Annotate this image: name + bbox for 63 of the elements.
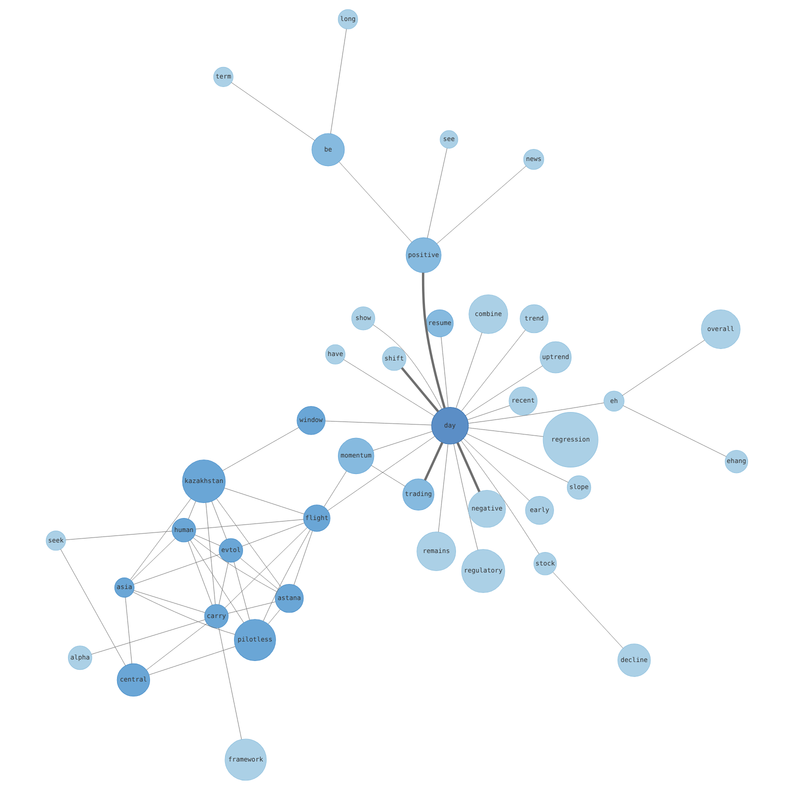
connector	[468, 402, 604, 424]
connector	[60, 548, 126, 666]
connector	[436, 166, 526, 244]
connector	[211, 501, 227, 540]
connector	[91, 619, 206, 655]
connector	[231, 82, 315, 141]
connector	[466, 433, 568, 483]
connector	[424, 442, 444, 481]
connector	[467, 405, 510, 420]
connector	[456, 332, 482, 408]
connector	[460, 440, 540, 554]
connector	[218, 562, 229, 605]
connector	[622, 340, 705, 396]
connector	[343, 359, 434, 416]
connector	[552, 572, 624, 648]
connector	[132, 592, 236, 635]
connector	[427, 148, 448, 238]
connector	[463, 438, 530, 501]
connector	[133, 590, 206, 613]
connector	[324, 470, 347, 508]
connector	[194, 534, 220, 546]
connector	[240, 558, 279, 590]
connector	[192, 537, 277, 592]
connector	[263, 530, 310, 622]
connector	[216, 498, 282, 588]
connector	[294, 530, 313, 586]
connector	[224, 527, 308, 608]
connector	[422, 272, 446, 408]
connector	[328, 436, 435, 511]
connector	[218, 628, 242, 740]
connector	[438, 444, 448, 532]
connector	[190, 540, 244, 623]
connector	[125, 596, 132, 664]
connector	[188, 500, 196, 520]
connector	[65, 530, 172, 540]
connector	[372, 324, 442, 410]
connector	[338, 162, 412, 243]
connector	[148, 646, 236, 676]
connector	[268, 609, 280, 624]
connector	[453, 444, 478, 550]
connector	[130, 498, 192, 580]
connector	[400, 367, 440, 412]
connector	[242, 522, 305, 546]
connector	[222, 427, 299, 471]
connector	[325, 420, 432, 426]
connector	[234, 562, 250, 620]
connector	[622, 405, 726, 457]
connector	[131, 538, 176, 581]
connector	[465, 366, 543, 416]
connector	[195, 519, 304, 530]
connector	[228, 602, 276, 614]
connector	[224, 488, 304, 514]
connector	[371, 465, 406, 487]
connector	[440, 336, 448, 408]
connector	[461, 330, 526, 412]
connector	[330, 28, 347, 134]
connector	[133, 554, 220, 585]
connector	[146, 623, 208, 670]
connector	[188, 541, 212, 606]
connector	[206, 502, 216, 605]
connector	[456, 442, 480, 492]
connector	[468, 428, 544, 437]
connector	[372, 431, 433, 451]
